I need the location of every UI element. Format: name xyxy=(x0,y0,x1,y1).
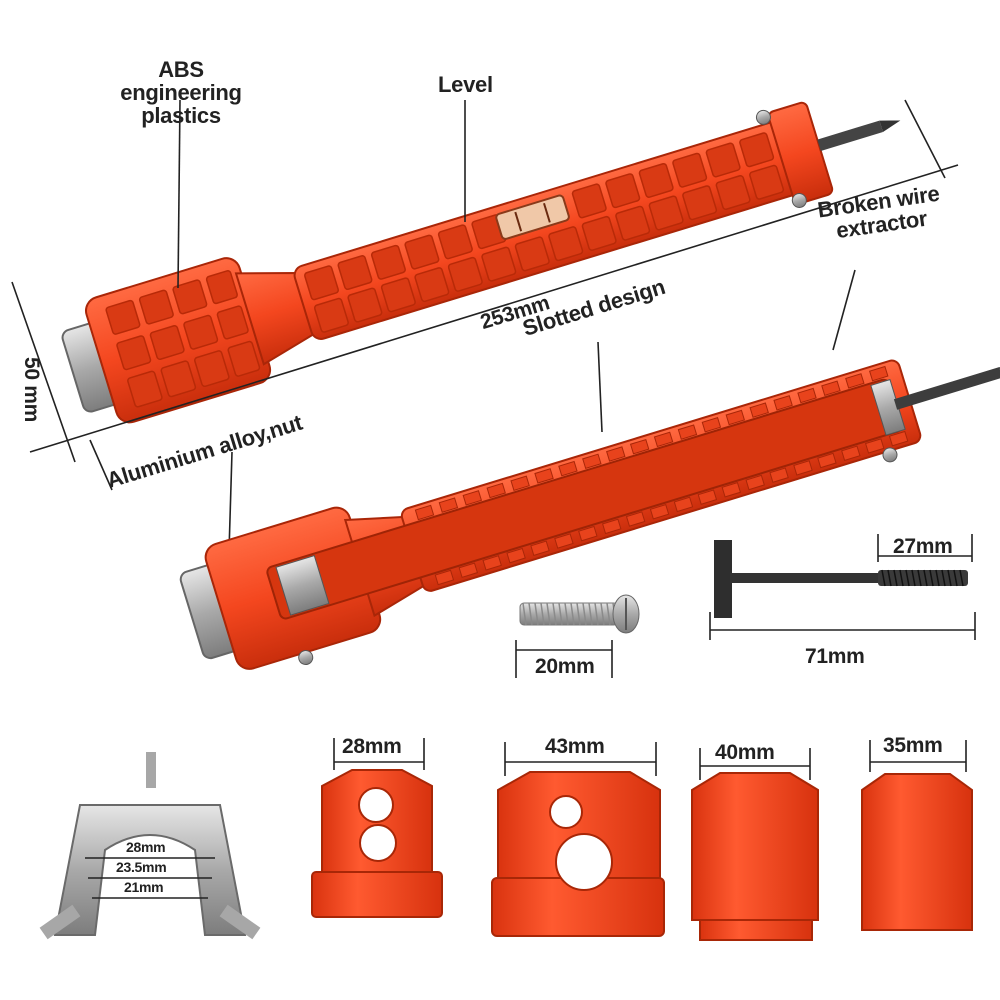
screw xyxy=(519,594,640,634)
label-adapter-28: 28mm xyxy=(342,735,402,758)
wrench-top xyxy=(61,101,901,424)
label-extractor-tip: 27mm xyxy=(893,535,953,558)
adapter-43 xyxy=(491,742,665,937)
adapter-35 xyxy=(861,740,973,931)
label-width-50: 50 mm xyxy=(20,357,43,423)
label-adapter-43: 43mm xyxy=(545,735,605,758)
label-adapter-40: 40mm xyxy=(715,741,775,764)
wire-extractor xyxy=(714,540,968,618)
label-material: ABS engineering plastics xyxy=(120,57,242,129)
nut-wrench xyxy=(39,752,261,940)
label-level: Level xyxy=(438,72,493,97)
adapter-40 xyxy=(691,748,819,941)
slot-channel xyxy=(266,378,903,620)
dimension-lines-top xyxy=(11,99,959,491)
label-screw-length: 20mm xyxy=(535,655,595,678)
wrench-slotted xyxy=(179,359,1000,670)
extractor-tip-bottom xyxy=(893,367,1000,410)
label-nut-23-5: 23.5mm xyxy=(116,859,167,875)
label-extractor-length: 71mm xyxy=(805,645,865,668)
label-adapter-35: 35mm xyxy=(883,734,943,757)
extractor-dimensions xyxy=(709,534,976,640)
level-vial xyxy=(495,194,570,240)
label-nut-21: 21mm xyxy=(124,879,164,895)
label-nut-28: 28mm xyxy=(126,839,166,855)
adapter-28 xyxy=(311,738,443,918)
screw-dimension xyxy=(515,640,613,678)
extractor-tip-top xyxy=(817,120,883,152)
